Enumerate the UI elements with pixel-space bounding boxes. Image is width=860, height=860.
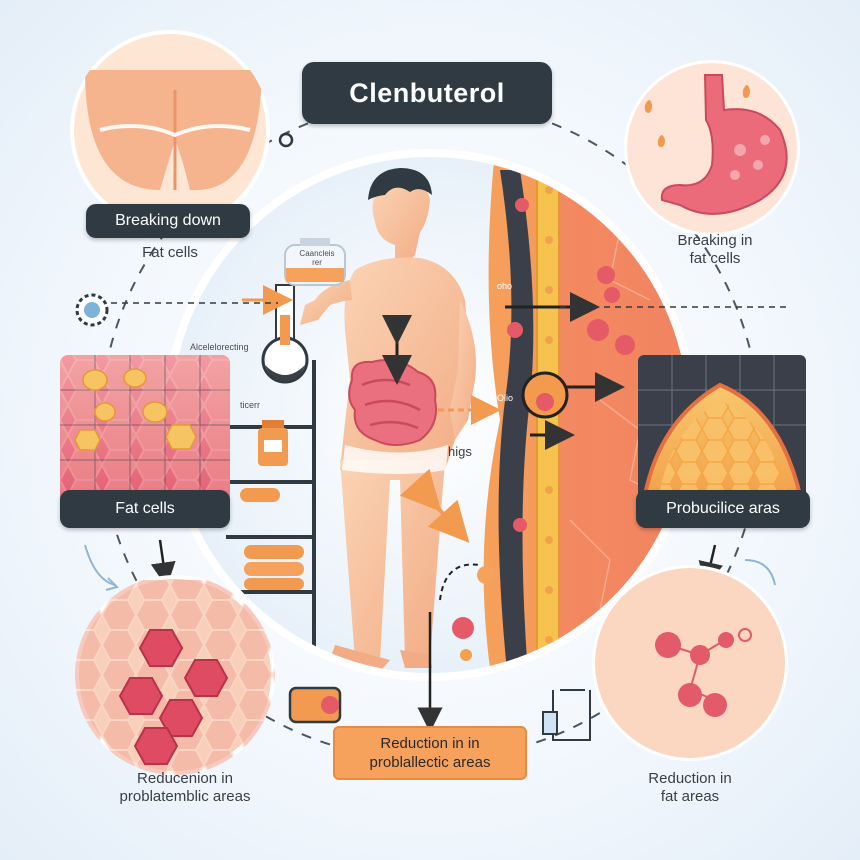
side-text-1: Alcelelorecting	[190, 342, 249, 352]
dot-icon	[278, 132, 294, 148]
vessel-text-2: Olio	[497, 393, 514, 403]
stomach-icon	[624, 60, 800, 236]
label-breaking-down: Breaking down	[86, 204, 250, 238]
bottle-label-line2: rer	[312, 258, 322, 267]
reduction-center-line1: Reduction in in	[380, 735, 480, 752]
label-bottom-left: Reducenion in problatemblic areas	[90, 770, 280, 806]
fat-panel-right	[638, 355, 806, 503]
bottle-label-line1: Caancleis	[299, 249, 335, 258]
reduction-center-line2: problallectic areas	[369, 754, 491, 771]
droplet-icon	[657, 135, 665, 147]
central-scene	[164, 149, 696, 681]
capsule-icon	[288, 686, 342, 724]
label-bottom-right: Reduction in fat areas	[625, 770, 755, 806]
label-bottom-left-line2: problatemblic areas	[119, 788, 251, 805]
label-bottom-right-line1: Reduction in	[648, 770, 732, 787]
title-pill: Clenbuterol	[302, 62, 552, 124]
label-top-right: Breaking in fat cells	[650, 232, 780, 268]
bottle-icon	[284, 238, 346, 286]
label-bottom-left-line1: Reducenion in	[137, 770, 233, 787]
gear-icon	[75, 293, 109, 327]
droplet-icon	[644, 100, 652, 113]
label-higs: higs	[448, 444, 472, 459]
dashed-connectors	[100, 302, 790, 308]
arrow-left-down	[150, 539, 176, 588]
vessel-wall	[498, 170, 534, 673]
label-fat-cells-mid-left: Fat cells	[60, 490, 230, 528]
arrow-icon	[84, 544, 776, 591]
bottle-label: Caancleis rer	[292, 249, 342, 267]
label-bottom-right-line2: fat areas	[660, 788, 720, 805]
bottom-right-cells	[592, 565, 788, 761]
droplet-icon	[742, 85, 750, 98]
fat-cells-panel-left	[60, 355, 230, 505]
beaker-icon	[542, 689, 591, 741]
shelf-unit	[226, 360, 316, 650]
man-figure	[300, 168, 476, 672]
reduction-center-box: Reduction in in problallectic areas	[333, 726, 527, 780]
label-fat-cells-top-left: Fat cells	[142, 244, 198, 261]
label-mid-right: Probucilice aras	[636, 490, 810, 528]
label-top-right-line2: fat cells	[689, 250, 741, 267]
bottom-left-cells	[75, 575, 275, 775]
side-text-2: ticerr	[240, 400, 260, 410]
buttocks-illustration	[70, 30, 270, 230]
label-top-right-line1: Breaking in	[677, 232, 753, 249]
vessel-text-1: oho	[497, 281, 513, 291]
